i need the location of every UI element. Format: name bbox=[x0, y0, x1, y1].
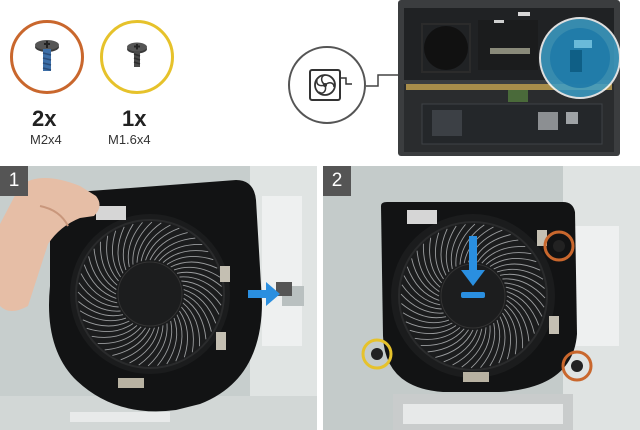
laptop-overview-image bbox=[398, 0, 620, 156]
step-1-badge: 1 bbox=[0, 166, 28, 196]
step-2-photo bbox=[323, 166, 640, 430]
step-2-panel: 2 bbox=[323, 166, 640, 430]
fan-icon bbox=[290, 48, 364, 122]
step-1-panel: 1 bbox=[0, 166, 317, 430]
step-2-badge: 2 bbox=[323, 166, 351, 196]
step-1-photo bbox=[0, 166, 317, 430]
fan-callout bbox=[288, 46, 366, 124]
